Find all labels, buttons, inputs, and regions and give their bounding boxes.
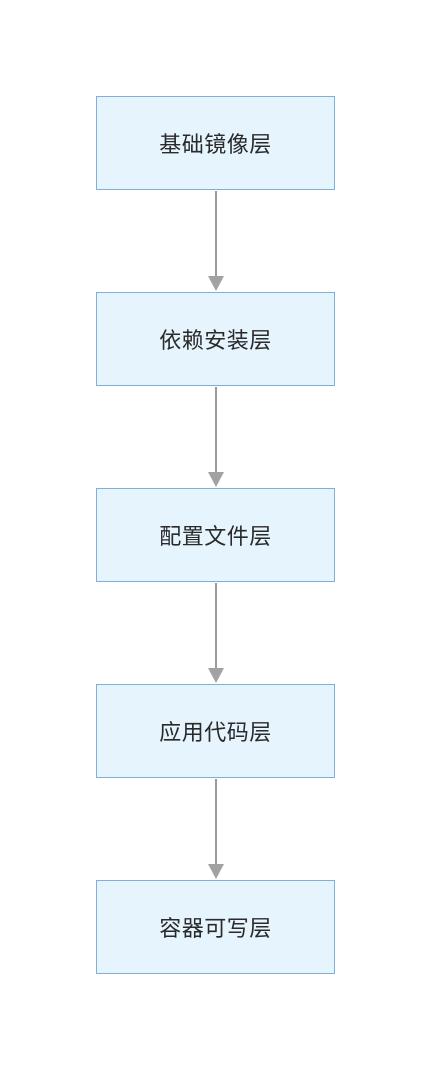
arrowhead-4 — [208, 864, 224, 879]
arrowhead-3 — [208, 668, 224, 683]
node-label: 应用代码层 — [159, 721, 272, 746]
node-label: 基础镜像层 — [159, 133, 272, 158]
node-label: 依赖安装层 — [159, 329, 272, 354]
edge-line-1 — [215, 191, 217, 278]
arrowhead-2 — [208, 472, 224, 487]
node-dependency-install-layer: 依赖安装层 — [96, 292, 335, 386]
edge-line-2 — [215, 387, 217, 474]
arrowhead-1 — [208, 276, 224, 291]
node-config-file-layer: 配置文件层 — [96, 488, 335, 582]
node-base-image-layer: 基础镜像层 — [96, 96, 335, 190]
node-app-code-layer: 应用代码层 — [96, 684, 335, 778]
node-label: 配置文件层 — [159, 525, 272, 550]
edge-line-4 — [215, 779, 217, 866]
node-label: 容器可写层 — [159, 917, 272, 942]
node-container-writable-layer: 容器可写层 — [96, 880, 335, 974]
edge-line-3 — [215, 583, 217, 670]
